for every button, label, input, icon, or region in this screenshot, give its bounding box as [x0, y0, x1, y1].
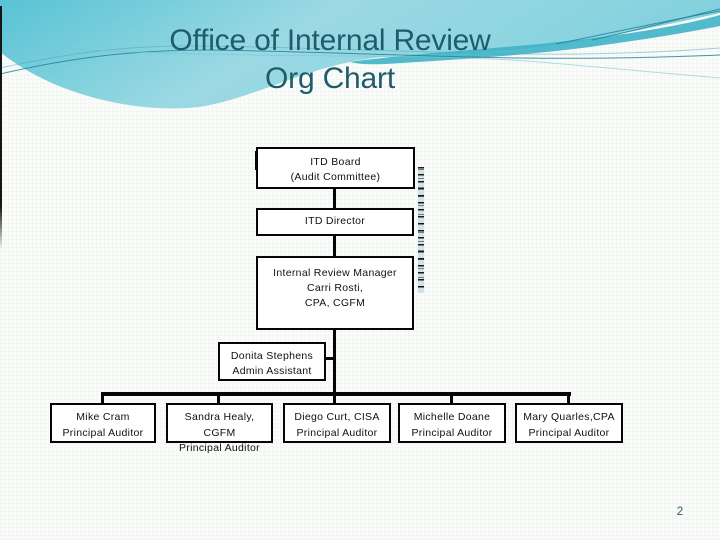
node-line: ITD Director	[304, 215, 366, 227]
org-node-principal-auditor-2: Sandra Healy, CGFM Principal Auditor	[166, 403, 273, 454]
connector-manager-trunk	[333, 329, 336, 404]
connector-horizontal-bus	[101, 392, 571, 396]
node-line: CPA, CGFM	[304, 297, 366, 309]
node-line: Sandra Healy, CGFM	[184, 411, 255, 439]
page-number: 2	[676, 506, 684, 518]
org-node-itd-director: ITD Director	[256, 208, 414, 236]
node-line: Michelle Doane	[413, 411, 491, 423]
org-node-principal-auditor-5: Mary Quarles,CPA Principal Auditor	[515, 403, 623, 443]
node-line: ITD Board	[310, 156, 361, 168]
org-node-principal-auditor-3: Diego Curt, CISA Principal Auditor	[283, 403, 391, 443]
node-line: Mike Cram	[76, 411, 130, 423]
node-line: Principal Auditor	[411, 426, 493, 439]
node-line: (Audit Committee)	[290, 171, 381, 183]
node-line: Admin Assistant	[232, 364, 312, 377]
title-line-1: Office of Internal Review	[169, 24, 491, 57]
org-node-itd-board: ITD Board (Audit Committee)	[256, 147, 415, 189]
connector-director-manager	[333, 235, 336, 257]
node-line: Diego Curt, CISA	[294, 411, 380, 423]
connector-stub-auditor-1	[101, 394, 104, 404]
wave-line-1	[0, 49, 720, 75]
connector-stub-auditor-2	[217, 394, 220, 404]
title-line-2: Org Chart	[265, 62, 395, 95]
org-node-principal-auditor-1: Mike Cram Principal Auditor	[50, 403, 156, 443]
wave-corner-line-2	[591, 8, 720, 41]
org-node-principal-auditor-4: Michelle Doane Principal Auditor	[398, 403, 506, 443]
org-node-admin-assistant: Donita Stephens Admin Assistant	[218, 342, 326, 381]
wave-corner-line-1	[555, 10, 720, 45]
page-title: Office of Internal Review Org Chart	[90, 22, 570, 98]
node-line: Principal Auditor	[179, 442, 260, 454]
header-wave-decoration	[0, 0, 720, 109]
node-line: Donita Stephens	[230, 350, 314, 362]
vertical-tick-strip-artifact	[418, 167, 424, 293]
connector-stub-auditor-4	[450, 394, 453, 404]
node-line: Mary Quarles,CPA	[523, 411, 615, 423]
wave-line-3	[59, 47, 720, 79]
wave-accent	[350, 15, 720, 65]
node-line: Principal Auditor	[62, 426, 144, 439]
node-line: Principal Auditor	[528, 426, 610, 439]
node-line: Carri Rosti,	[306, 282, 364, 294]
org-node-internal-review-manager: Internal Review Manager Carri Rosti, CPA…	[256, 256, 414, 330]
left-edge-mark	[0, 6, 2, 250]
connector-assistant-stub	[325, 357, 334, 360]
node-line: Internal Review Manager	[273, 267, 397, 279]
connector-board-director	[333, 188, 336, 209]
node-line: Principal Auditor	[296, 426, 378, 439]
connector-stub-auditor-5	[567, 394, 570, 404]
